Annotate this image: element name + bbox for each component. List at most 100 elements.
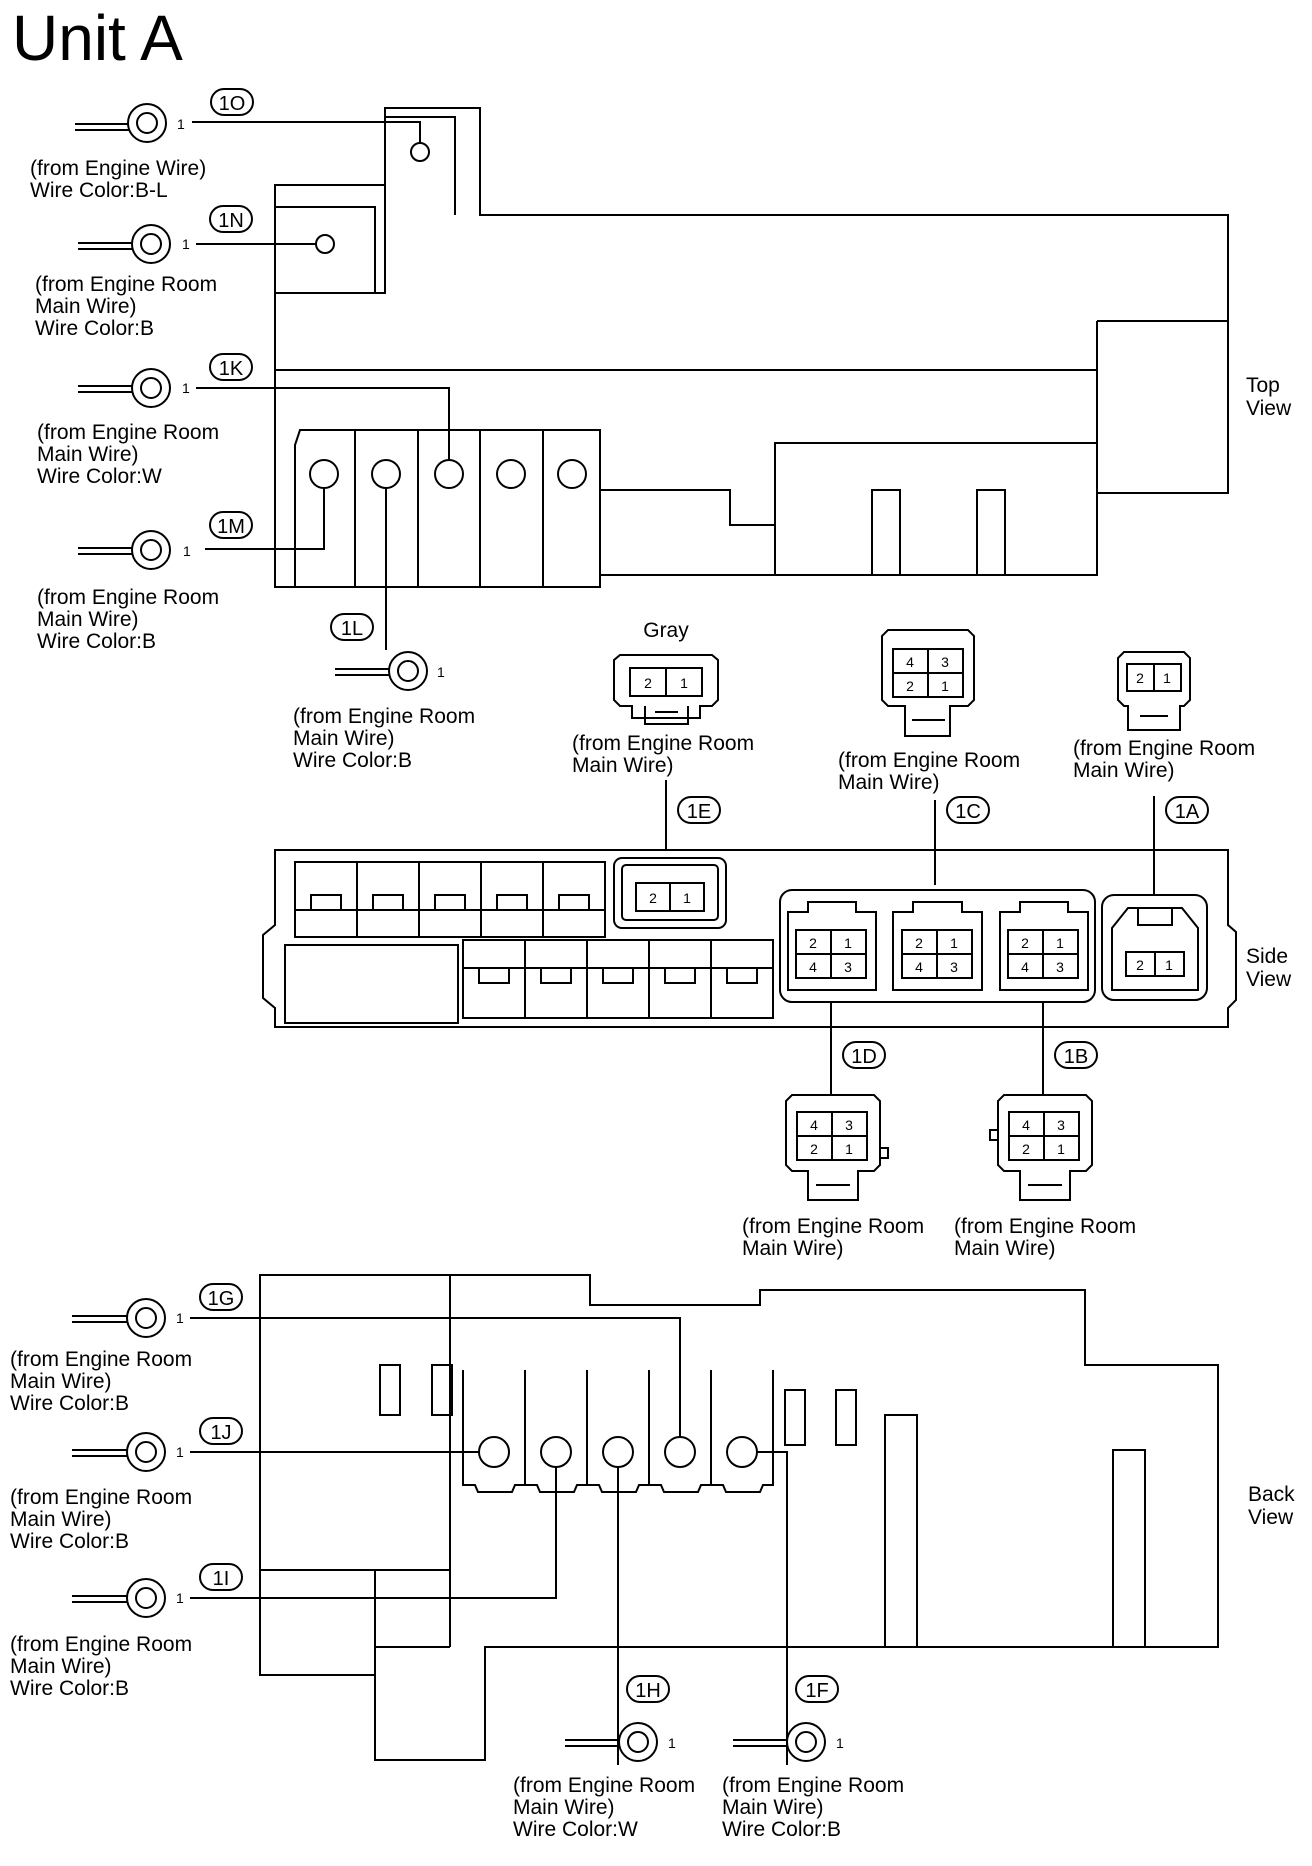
side-view-upper-fuses: [294, 861, 606, 938]
connector-desc: Main Wire): [1073, 759, 1175, 782]
fuse-slot: [540, 968, 572, 984]
pin: 2: [644, 675, 652, 691]
pin: 4: [1022, 1117, 1030, 1133]
pin: 2: [1021, 935, 1029, 951]
tag-label: 1I: [213, 1568, 230, 1590]
pin: 4: [1021, 959, 1029, 975]
top-view-label-2: View: [1246, 397, 1292, 420]
top-stud-4: [496, 459, 526, 489]
pin: 2: [1136, 670, 1144, 686]
tag-label: 1G: [208, 1288, 235, 1310]
tag-label: 1C: [955, 801, 981, 823]
connector-body: [881, 629, 975, 737]
connector-body: [785, 1094, 881, 1201]
connector-latch: [644, 706, 689, 725]
ring-hole: [135, 1441, 157, 1463]
top-view-relay-block: [774, 442, 1098, 576]
top-stud-1L: [371, 459, 401, 489]
socket-mid: [892, 901, 983, 991]
connector-desc: Main Wire): [838, 771, 940, 794]
tag-label: 1O: [219, 93, 246, 115]
connector-desc: Main Wire): [742, 1237, 844, 1260]
terminal-desc: (from Engine Room: [37, 586, 219, 609]
top-stud-1O: [410, 142, 430, 162]
side-view-label-2: View: [1246, 968, 1292, 991]
ring-terminal-icon: [126, 1298, 166, 1338]
terminal-desc: Main Wire): [10, 1655, 112, 1678]
terminal-desc: Wire Color:W: [37, 465, 162, 488]
pin: 2: [649, 890, 657, 906]
back-stud-1F: [726, 1436, 758, 1468]
top-view-slot-left: [871, 489, 901, 576]
pin: 1: [845, 1141, 853, 1157]
pin: 1: [1056, 935, 1064, 951]
connector-1C: 4 3 2 1 (from Engine Room Main Wire) 1C: [838, 629, 1020, 885]
connector-1E: Gray 2 1 (from Engine Room Main Wire) 1E: [572, 619, 754, 850]
ring-hole: [397, 660, 419, 682]
upper-fuse-block: [294, 861, 606, 938]
side-view: 2 1 2 1 4 3 2 1 4 3 2 1: [262, 849, 1292, 1028]
tag-oval: [677, 796, 721, 824]
terminal-desc: Wire Color:B-L: [30, 179, 168, 202]
fuse-slot: [496, 894, 528, 910]
terminal-1K: 1 1K (from Engine Room Main Wire) Wire C…: [37, 353, 253, 488]
pin-number: 1: [176, 1444, 184, 1460]
top-view-slot-right: [976, 489, 1006, 576]
tag-oval: [199, 1283, 243, 1311]
terminal-desc: Wire Color:W: [513, 1818, 638, 1841]
top-stud-1K: [434, 459, 464, 489]
side-socket-1A: 2 1: [1101, 894, 1208, 1001]
pin: 1: [680, 675, 688, 691]
pin-number: 1: [177, 116, 185, 132]
connector-tab: [989, 1129, 998, 1141]
ring-hole: [135, 1587, 157, 1609]
pin: 4: [915, 959, 923, 975]
terminal-desc: Main Wire): [35, 295, 137, 318]
terminal-desc: Main Wire): [10, 1370, 112, 1393]
terminal-desc: (from Engine Room: [37, 421, 219, 444]
pin-number: 1: [836, 1735, 844, 1751]
terminal-1M: 1 1M (from Engine Room Main Wire) Wire C…: [37, 511, 253, 653]
connector-1B: 1B 4 3 2 1 (from Engine Room Main Wire): [954, 1003, 1136, 1260]
ring-hole: [136, 112, 158, 134]
side-view-label-1: Side: [1246, 945, 1288, 968]
terminal-desc: Wire Color:B: [10, 1677, 129, 1700]
ring-terminal-icon: [127, 103, 167, 143]
terminal-desc: Wire Color:B: [35, 317, 154, 340]
terminal-1G: 1G 1 (from Engine Room Main Wire) Wire C…: [10, 1283, 243, 1415]
ring-terminal-icon: [131, 224, 171, 264]
pin-number: 1: [182, 380, 190, 396]
tag-oval: [795, 1675, 839, 1703]
leader-1F: [757, 1451, 788, 1765]
tag-oval: [209, 511, 253, 539]
tag-oval: [946, 796, 990, 824]
top-view-label-1: Top: [1246, 374, 1280, 397]
back-view-label-1: Back: [1248, 1483, 1295, 1506]
tag-oval: [1165, 796, 1209, 824]
leader-1I: [190, 1467, 557, 1599]
pin-number: 1: [183, 543, 191, 559]
back-view-step: [374, 1570, 450, 1648]
back-cell-5: [711, 1370, 774, 1493]
terminal-desc: Main Wire): [722, 1796, 824, 1819]
leader-1K: [196, 387, 450, 460]
terminal-1F: 1F 1 (from Engine Room Main Wire) Wire C…: [722, 1675, 904, 1841]
tag-oval: [210, 88, 254, 116]
pin: 1: [950, 935, 958, 951]
terminal-desc: (from Engine Room: [293, 705, 475, 728]
top-stud-5: [557, 459, 587, 489]
ring-terminal-icon: [131, 530, 171, 570]
terminal-desc: (from Engine Room: [10, 1486, 192, 1509]
socket-right: [999, 901, 1089, 991]
terminal-desc: (from Engine Room: [10, 1633, 192, 1656]
terminal-desc: Wire Color:B: [37, 630, 156, 653]
ring-terminal-icon: [388, 651, 428, 691]
socket-outline: [613, 857, 727, 929]
ring-hole: [140, 233, 162, 255]
lower-fuse-block: [462, 939, 774, 1019]
side-view-housing-outline: [262, 849, 1237, 1028]
ring-hole: [135, 1307, 157, 1329]
pin: 1: [1057, 1141, 1065, 1157]
terminal-1L: 1L 1 (from Engine Room Main Wire) Wire C…: [293, 613, 475, 772]
